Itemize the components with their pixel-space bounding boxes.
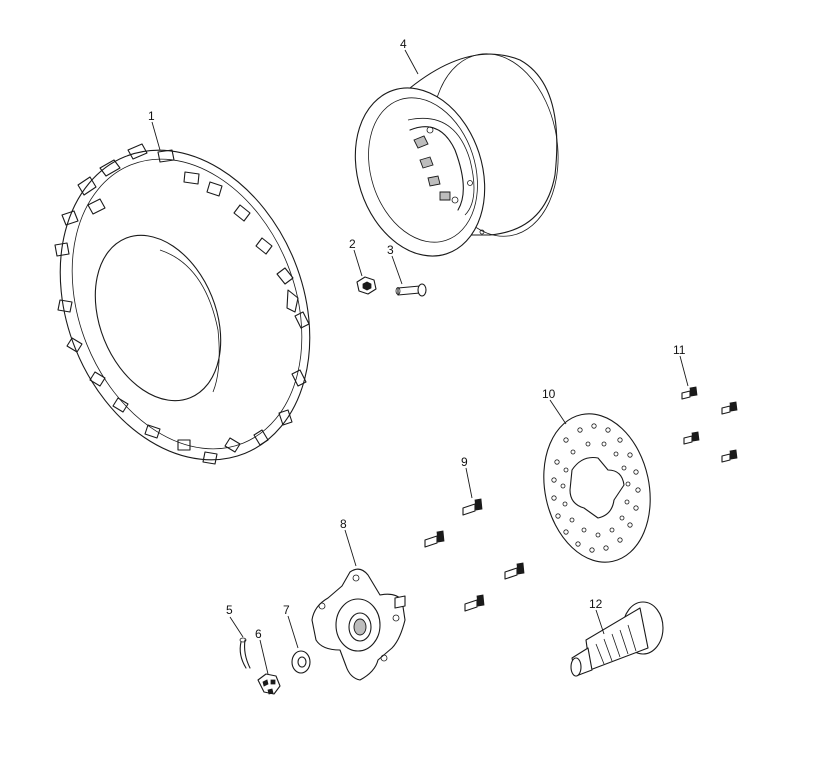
disc-bolt xyxy=(681,386,698,400)
valve-stem xyxy=(395,283,427,297)
hub-studs xyxy=(424,498,525,612)
hub-stud xyxy=(504,562,525,580)
callout-9: 9 xyxy=(461,455,468,469)
callout-leaders xyxy=(151,49,689,675)
castle-nut xyxy=(257,673,281,695)
callout-6: 6 xyxy=(255,627,262,641)
spindle-shaft xyxy=(570,601,664,677)
rim-center-mount xyxy=(409,126,485,235)
callout-12: 12 xyxy=(589,597,603,611)
disc-bolt xyxy=(683,431,700,445)
hub-stud xyxy=(462,498,483,516)
callout-1: 1 xyxy=(148,109,155,123)
disc-bolt xyxy=(721,449,738,463)
callout-numbers: 1 2 3 4 5 6 7 8 9 10 11 12 xyxy=(148,37,686,641)
disc-bolt xyxy=(721,401,738,415)
tire xyxy=(54,143,311,465)
disc-vent-holes xyxy=(551,423,641,553)
cotter-pin xyxy=(239,637,251,669)
brake-disc xyxy=(543,413,651,563)
wheel-rim xyxy=(354,53,559,257)
disc-bolts xyxy=(681,386,738,463)
callout-2: 2 xyxy=(349,237,356,251)
tire-tread-lugs xyxy=(54,143,310,465)
callout-10: 10 xyxy=(542,387,556,401)
hub-stud xyxy=(424,530,445,548)
washer xyxy=(291,650,311,674)
callout-7: 7 xyxy=(283,603,290,617)
callout-8: 8 xyxy=(340,517,347,531)
hub xyxy=(311,568,406,681)
callout-3: 3 xyxy=(387,243,394,257)
hub-stud xyxy=(464,594,485,612)
callout-11: 11 xyxy=(673,343,686,357)
lug-nut xyxy=(356,276,377,295)
callout-5: 5 xyxy=(226,603,233,617)
callout-4: 4 xyxy=(400,37,407,51)
